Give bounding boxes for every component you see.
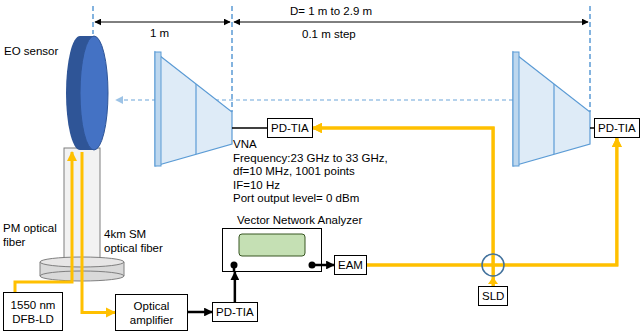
- network-analyzer: Vector Network Analyzer: [222, 228, 322, 272]
- horn-antenna: [155, 52, 232, 166]
- optical-fiber: [493, 138, 617, 286]
- optical-coupler: [482, 254, 504, 276]
- photodetector-box: PD-TIA: [267, 118, 313, 138]
- reference-line: [231, 6, 233, 112]
- node-text: EO sensor: [4, 44, 58, 58]
- sensor-disk: [60, 34, 112, 152]
- horn-aperture: [513, 52, 519, 166]
- modulator-box: EAM: [334, 255, 367, 275]
- light-source-box: SLD: [478, 286, 508, 306]
- node-text: PD-TIA: [216, 305, 254, 319]
- fiber-label: 4km SM optical fiber: [104, 228, 170, 255]
- node-text: SLD: [482, 289, 504, 303]
- horn-flange: [553, 84, 554, 154]
- node-text: PD-TIA: [598, 121, 636, 135]
- electrical-cable: [188, 311, 212, 314]
- node-text: EAM: [338, 258, 363, 272]
- horn-antenna: [513, 52, 590, 166]
- dimension-label: 1 m: [150, 27, 169, 41]
- horn-aperture: [155, 52, 161, 166]
- node-text: PD-TIA: [271, 121, 309, 135]
- fiber-label: PM optical fiber: [3, 222, 63, 249]
- reference-line: [589, 6, 591, 112]
- settings-note: VNA: [233, 138, 257, 152]
- horn-body: [155, 52, 232, 166]
- settings-note: Frequency:23 GHz to 33 GHz,: [233, 152, 388, 166]
- amplifier-box: Optical amplifier: [115, 294, 188, 331]
- dimension-label: D= 1 m to 2.9 m: [290, 5, 372, 19]
- settings-note: df=10 MHz, 1001 points: [233, 165, 355, 179]
- photodetector-box: PD-TIA: [594, 118, 640, 138]
- sensor-disk-face: [80, 36, 108, 150]
- dimension-label: 0.1 m step: [302, 28, 356, 42]
- horn-body: [513, 52, 590, 166]
- analyzer-front: [223, 229, 321, 271]
- node-text: 1550 nm DFB-LD: [7, 298, 59, 326]
- photodetector-box: PD-TIA: [212, 302, 258, 322]
- stand-base: [40, 262, 41, 276]
- analyzer-port: [309, 262, 316, 269]
- dimension-arrow: [234, 22, 588, 23]
- electrical-cable: [322, 264, 334, 267]
- eo-sensor: EO sensor: [60, 34, 112, 152]
- dimension-arrow: [95, 22, 230, 23]
- node-text: Optical amplifier: [119, 299, 184, 327]
- laser-box: 1550 nm DFB-LD: [3, 292, 63, 331]
- settings-note: Port output level= 0 dBm: [233, 192, 359, 206]
- node-text: Vector Network Analyzer: [237, 213, 362, 227]
- analyzer-port: [231, 262, 238, 269]
- reference-line: [92, 6, 94, 34]
- settings-note: IF=10 Hz: [233, 179, 280, 193]
- analyzer-screen: [239, 234, 305, 256]
- stand-base: [124, 262, 125, 276]
- horn-wire: [232, 127, 267, 129]
- horn-flange: [195, 84, 196, 154]
- electrical-cable: [234, 272, 237, 302]
- arrow-head: [488, 277, 498, 284]
